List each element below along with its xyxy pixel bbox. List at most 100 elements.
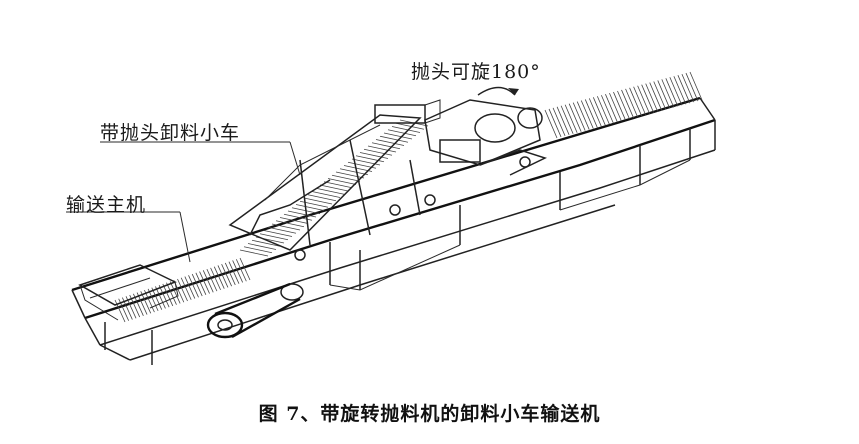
belt-incline — [239, 119, 429, 257]
belt-stripe — [235, 259, 247, 282]
belt-stripe — [295, 204, 325, 211]
belt-stripe — [580, 100, 594, 129]
belt-stripe — [383, 132, 413, 140]
rotary-thrower-head — [424, 86, 548, 176]
belt-stripe — [166, 282, 177, 305]
belt-stripe — [359, 152, 389, 159]
belt-stripe — [689, 71, 703, 101]
belt-stripe — [331, 174, 361, 182]
belt-stripe — [572, 102, 586, 131]
belt-stripe — [625, 88, 638, 118]
belt-stripe — [279, 217, 309, 224]
belt-stripe — [584, 99, 598, 128]
belt-stripe — [199, 271, 210, 294]
belt-stripe — [188, 275, 199, 298]
belt-stripe — [327, 178, 357, 185]
belt-stripe — [677, 75, 691, 104]
belt-stripe — [544, 109, 558, 139]
belt-stripe — [609, 92, 622, 122]
belt-stripe — [232, 260, 244, 283]
belt-stripe — [228, 261, 240, 284]
belt-stripe — [247, 243, 277, 250]
belt-stripe — [206, 268, 218, 292]
belt-stripe — [601, 95, 614, 124]
belt-stripe — [259, 233, 289, 241]
belt-stripe — [617, 90, 630, 120]
belt-stripe — [552, 107, 566, 137]
belt-stripe — [592, 97, 606, 126]
belt-stripe — [184, 276, 196, 299]
belt-stripe — [217, 265, 229, 288]
belt-stripe — [323, 181, 353, 189]
belt-stripe — [311, 191, 341, 198]
belt-stripe — [210, 267, 221, 291]
support-legs — [104, 128, 691, 365]
belt-stripe — [391, 126, 421, 133]
drive-pulley — [206, 282, 304, 339]
belt-stripe — [371, 142, 401, 150]
belt-stripe — [271, 223, 301, 231]
belt-stripe — [596, 96, 610, 125]
belt-stripe — [221, 264, 232, 287]
label-rotate-180: 抛头可旋180° — [411, 61, 541, 83]
belt-stripe — [239, 257, 251, 281]
belt-stripe — [275, 220, 305, 228]
belt-stripe — [315, 187, 345, 195]
belt-stripe — [191, 273, 203, 297]
belt-stripe — [363, 148, 393, 156]
figure-caption: 图 7、带旋转抛料机的卸料小车输送机 — [258, 403, 601, 425]
belt-stripe — [685, 72, 699, 102]
belt-stripe — [375, 139, 405, 146]
belt-stripe — [335, 171, 365, 179]
belt-stripe — [629, 87, 642, 116]
belt-stripe — [661, 79, 675, 108]
belt-stripe — [576, 101, 590, 130]
belt-stripe — [202, 270, 214, 293]
belt-stripe — [155, 286, 166, 309]
label-main-conveyor: 输送主机 — [66, 194, 147, 216]
belt-stripe — [665, 78, 679, 107]
belt-stripe — [303, 197, 333, 205]
belt-stripe — [243, 246, 273, 254]
belt-stripe — [387, 129, 417, 137]
belt-upper — [544, 71, 703, 139]
belt-stripe — [560, 105, 574, 134]
belt-stripe — [224, 262, 236, 286]
belt-stripe — [568, 103, 582, 132]
belt-stripe — [195, 272, 207, 295]
belt-stripe — [588, 98, 602, 127]
belt-stripe — [653, 81, 667, 110]
belt-stripe — [367, 145, 397, 153]
belt-stripe — [177, 278, 188, 302]
belt-stripe — [147, 288, 159, 312]
belt-stripe — [548, 108, 562, 138]
trolley-wheels — [294, 156, 531, 261]
belt-lower — [114, 257, 251, 323]
belt-stripe — [395, 122, 425, 130]
belt-stripe — [355, 155, 385, 163]
label-unloading-trolley: 带抛头卸料小车 — [100, 122, 241, 144]
belt-stripe — [673, 76, 687, 105]
belt-stripe — [633, 86, 646, 115]
belt-stripe — [621, 89, 634, 119]
feed-hopper — [78, 264, 179, 321]
belt-stripe — [645, 83, 659, 112]
belt-stripe — [158, 285, 170, 308]
belt-stripe — [641, 84, 655, 113]
label-leaders — [66, 141, 301, 263]
belt-stripe — [605, 94, 618, 123]
belt-stripe — [267, 226, 297, 234]
belt-stripe — [649, 82, 663, 111]
belt-stripe — [613, 91, 626, 121]
belt-stripe — [287, 210, 317, 218]
belt-stripe — [169, 281, 181, 304]
belt-stripe — [319, 184, 349, 192]
belt-stripe — [251, 239, 281, 247]
belt-stripe — [379, 135, 409, 143]
belt-stripe — [564, 104, 578, 133]
belt-stripe — [180, 277, 192, 300]
belt-stripe — [151, 287, 163, 310]
belt-stripe — [556, 106, 570, 135]
